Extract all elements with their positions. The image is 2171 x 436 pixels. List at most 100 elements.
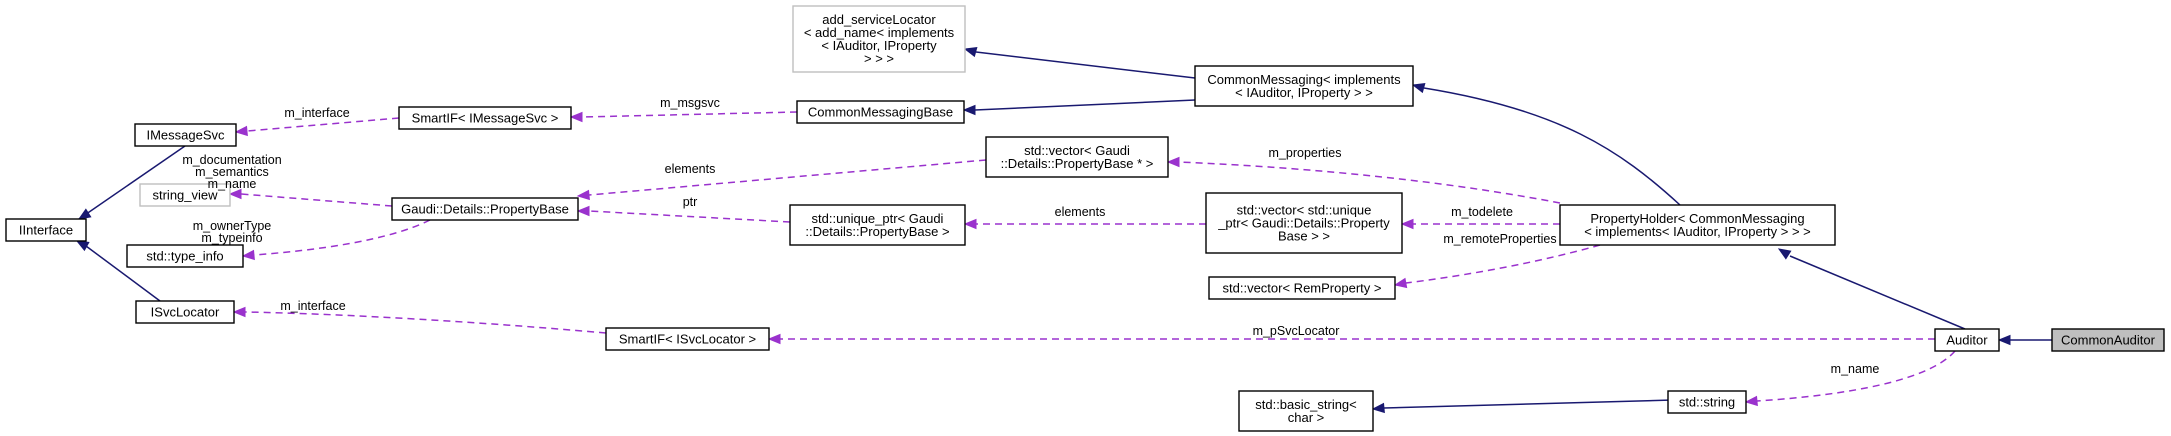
class-node-box	[5, 218, 87, 242]
class-node-basic-string[interactable]: std::basic_string<char >	[1238, 390, 1374, 432]
class-node-box	[1238, 390, 1374, 432]
class-node-string-view: string_view	[139, 183, 231, 207]
edge-label-elements-unique: elements	[1055, 205, 1106, 219]
class-node-label: CommonAuditor	[2061, 333, 2156, 348]
class-node-common-messaging-base[interactable]: CommonMessagingBase	[796, 100, 965, 124]
class-node-box	[789, 204, 966, 246]
edge-label-m-interface-msg: m_interface	[284, 106, 349, 120]
edge-label-ptr: ptr	[683, 195, 698, 209]
inheritance-edge	[1789, 255, 1966, 330]
class-node-box	[1667, 390, 1747, 414]
class-node-label: char >	[1288, 410, 1325, 425]
edge-label-m-name: m_name	[1831, 362, 1880, 376]
class-node-label: CommonMessagingBase	[808, 105, 953, 120]
class-node-label: ::Details::PropertyBase * >	[1001, 156, 1154, 171]
usage-edge	[240, 193, 393, 207]
edge-label-pb-uses-1: m_documentation	[182, 153, 281, 167]
edge-label-pb-uses-2: m_semantics	[195, 165, 269, 179]
usage-arrowhead	[234, 125, 248, 137]
inheritance-arrowhead	[1411, 82, 1426, 94]
edge-label-pb-uses-3: m_name	[208, 177, 257, 191]
class-node-smartif-imessagesvc[interactable]: SmartIF< IMessageSvc >	[398, 106, 572, 130]
usage-edge	[244, 311, 607, 334]
usage-arrowhead	[1744, 395, 1758, 407]
class-node-label: < add_name< implements	[804, 25, 955, 40]
class-node-label: IMessageSvc	[146, 128, 225, 143]
edge-label-m-msgsvc: m_msgsvc	[660, 96, 720, 110]
class-node-iinterface[interactable]: IInterface	[5, 218, 87, 242]
usage-edge	[588, 210, 791, 223]
class-node-box	[1194, 65, 1414, 107]
usage-edge	[1756, 350, 1956, 402]
usage-edge	[246, 117, 400, 132]
class-node-box	[1205, 192, 1403, 254]
class-node-box	[135, 300, 235, 324]
inheritance-edge	[1423, 87, 1681, 206]
class-node-label: Auditor	[1946, 333, 1988, 348]
edge-label-m-interface-svc: m_interface	[280, 299, 345, 313]
class-node-box	[398, 106, 572, 130]
inheritance-edge	[974, 99, 1196, 111]
class-node-label: CommonMessaging< implements	[1207, 72, 1401, 87]
class-node-label: ISvcLocator	[151, 305, 220, 320]
class-node-vector-remproperty[interactable]: std::vector< RemProperty >	[1208, 276, 1396, 300]
class-node-box	[792, 5, 966, 73]
usage-arrowhead	[1400, 218, 1414, 230]
inheritance-edge	[1383, 399, 1674, 409]
class-node-label: > > >	[864, 51, 894, 66]
class-node-box	[1934, 328, 2000, 352]
class-node-box	[126, 244, 244, 268]
class-node-label: std::vector< Gaudi	[1024, 143, 1130, 158]
inheritance-arrowhead	[1371, 402, 1385, 414]
class-node-type-info[interactable]: std::type_info	[126, 244, 244, 268]
class-node-label: std::vector< std::unique	[1237, 203, 1372, 218]
class-node-box	[1559, 204, 1836, 246]
usage-arrowhead	[767, 333, 781, 345]
class-node-property-holder[interactable]: PropertyHolder< CommonMessaging< impleme…	[1559, 204, 1836, 246]
class-node-box	[2051, 328, 2165, 352]
class-node-label: PropertyHolder< CommonMessaging	[1590, 211, 1804, 226]
class-node-isvclocator[interactable]: ISvcLocator	[135, 300, 235, 324]
class-node-vector-unique-ptr[interactable]: std::vector< std::unique_ptr< Gaudi::Det…	[1205, 192, 1403, 254]
class-node-auditor[interactable]: Auditor	[1934, 328, 2000, 352]
class-node-label: IInterface	[19, 223, 73, 238]
class-node-label: Gaudi::Details::PropertyBase	[401, 202, 569, 217]
class-node-label: std::unique_ptr< Gaudi	[812, 211, 944, 226]
usage-arrowhead	[232, 306, 246, 318]
class-node-common-auditor[interactable]: CommonAuditor	[2051, 328, 2165, 352]
usage-edge	[581, 111, 798, 118]
class-node-std-string[interactable]: std::string	[1667, 390, 1747, 414]
edge-label-m-todelete: m_todelete	[1451, 205, 1513, 219]
edge-label-elements-vector: elements	[665, 162, 716, 176]
usage-edge	[253, 219, 431, 256]
class-node-label: SmartIF< ISvcLocator >	[619, 332, 756, 347]
class-node-add-service-locator: add_serviceLocator< add_name< implements…	[792, 5, 966, 73]
class-node-label: < IAuditor, IProperty	[821, 38, 937, 53]
usage-edge	[1178, 161, 1561, 204]
class-node-label: std::type_info	[146, 249, 223, 264]
class-node-unique-ptr-propertybase[interactable]: std::unique_ptr< Gaudi::Details::Propert…	[789, 204, 966, 246]
inheritance-edge	[975, 51, 1196, 79]
class-node-common-messaging[interactable]: CommonMessaging< implements< IAuditor, I…	[1194, 65, 1414, 107]
class-node-property-base[interactable]: Gaudi::Details::PropertyBase	[391, 197, 579, 221]
class-node-label: < implements< IAuditor, IProperty > > >	[1584, 224, 1811, 239]
class-node-box	[391, 197, 579, 221]
usage-arrowhead	[228, 188, 242, 200]
inheritance-arrowhead	[962, 104, 976, 116]
class-node-smartif-isvclocator[interactable]: SmartIF< ISvcLocator >	[605, 327, 770, 351]
class-node-label: std::vector< RemProperty >	[1223, 281, 1382, 296]
inheritance-edge	[78, 145, 186, 220]
usage-arrowhead	[576, 189, 590, 201]
class-node-vector-propertybase[interactable]: std::vector< Gaudi::Details::PropertyBas…	[985, 136, 1169, 178]
class-node-label: _ptr< Gaudi::Details::Property	[1217, 216, 1390, 231]
edge-label-ti-uses-1: m_ownerType	[193, 219, 272, 233]
usage-arrowhead	[569, 111, 583, 123]
class-node-label: std::basic_string<	[1255, 397, 1357, 412]
class-node-imessagesvc[interactable]: IMessageSvc	[134, 123, 237, 147]
edge-label-m-psvclocator: m_pSvcLocator	[1253, 324, 1340, 338]
class-node-label: std::string	[1679, 395, 1735, 410]
inheritance-arrowhead	[1777, 248, 1792, 260]
usage-arrowhead	[576, 205, 590, 217]
usage-edge	[588, 159, 987, 196]
